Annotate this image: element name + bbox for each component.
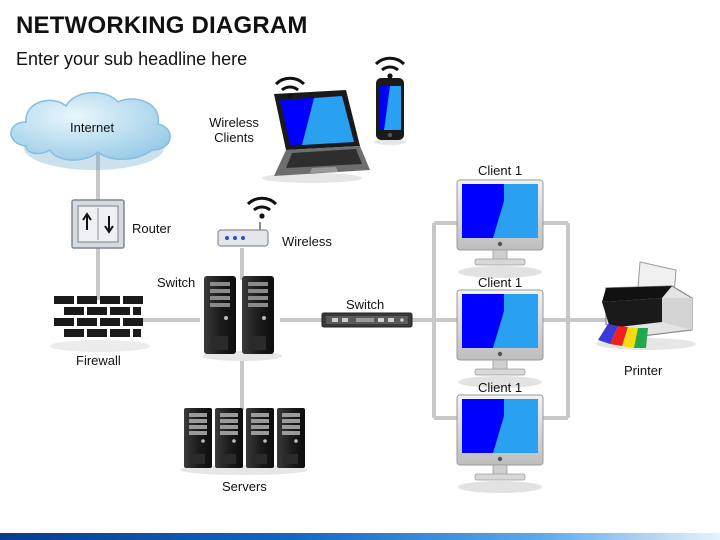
- wifi-icon: [374, 56, 406, 81]
- wireless-label: Wireless: [282, 234, 332, 249]
- printer-icon: [596, 261, 696, 350]
- laptop-icon: [262, 90, 370, 183]
- wifi-icon: [246, 196, 278, 221]
- wireless-access-point-icon: [217, 222, 269, 247]
- firewall-label: Firewall: [76, 353, 121, 368]
- monitor-icon: [456, 289, 544, 389]
- server-rack-icon: [180, 408, 308, 475]
- switch-center-label: Switch: [346, 297, 385, 312]
- wireless-clients-label: Wireless Clients: [209, 115, 259, 145]
- page-subtitle: Enter your sub headline here: [16, 49, 248, 69]
- internet-label: Internet: [70, 120, 115, 135]
- monitor-icon: [456, 394, 544, 494]
- printer-label: Printer: [624, 363, 663, 378]
- smartphone-icon: [374, 78, 406, 145]
- monitor-icon: [456, 179, 544, 279]
- servers-label: Servers: [222, 479, 267, 494]
- client-bottom-label: Client 1: [478, 380, 523, 395]
- network-switch-icon: [321, 312, 413, 328]
- router-label: Router: [132, 221, 172, 236]
- connection-lines: [96, 150, 610, 420]
- router-icon: [71, 199, 125, 249]
- firewall-icon: [50, 296, 150, 352]
- server-tower-icon: [202, 276, 282, 361]
- client-top-label: Client 1: [478, 163, 523, 178]
- footer-bar: [0, 533, 720, 540]
- switch-left-label: Switch: [157, 275, 196, 290]
- page-title: NETWORKING DIAGRAM: [16, 12, 308, 39]
- client-middle-label: Client 1: [478, 275, 523, 290]
- cloud-icon: [10, 91, 171, 170]
